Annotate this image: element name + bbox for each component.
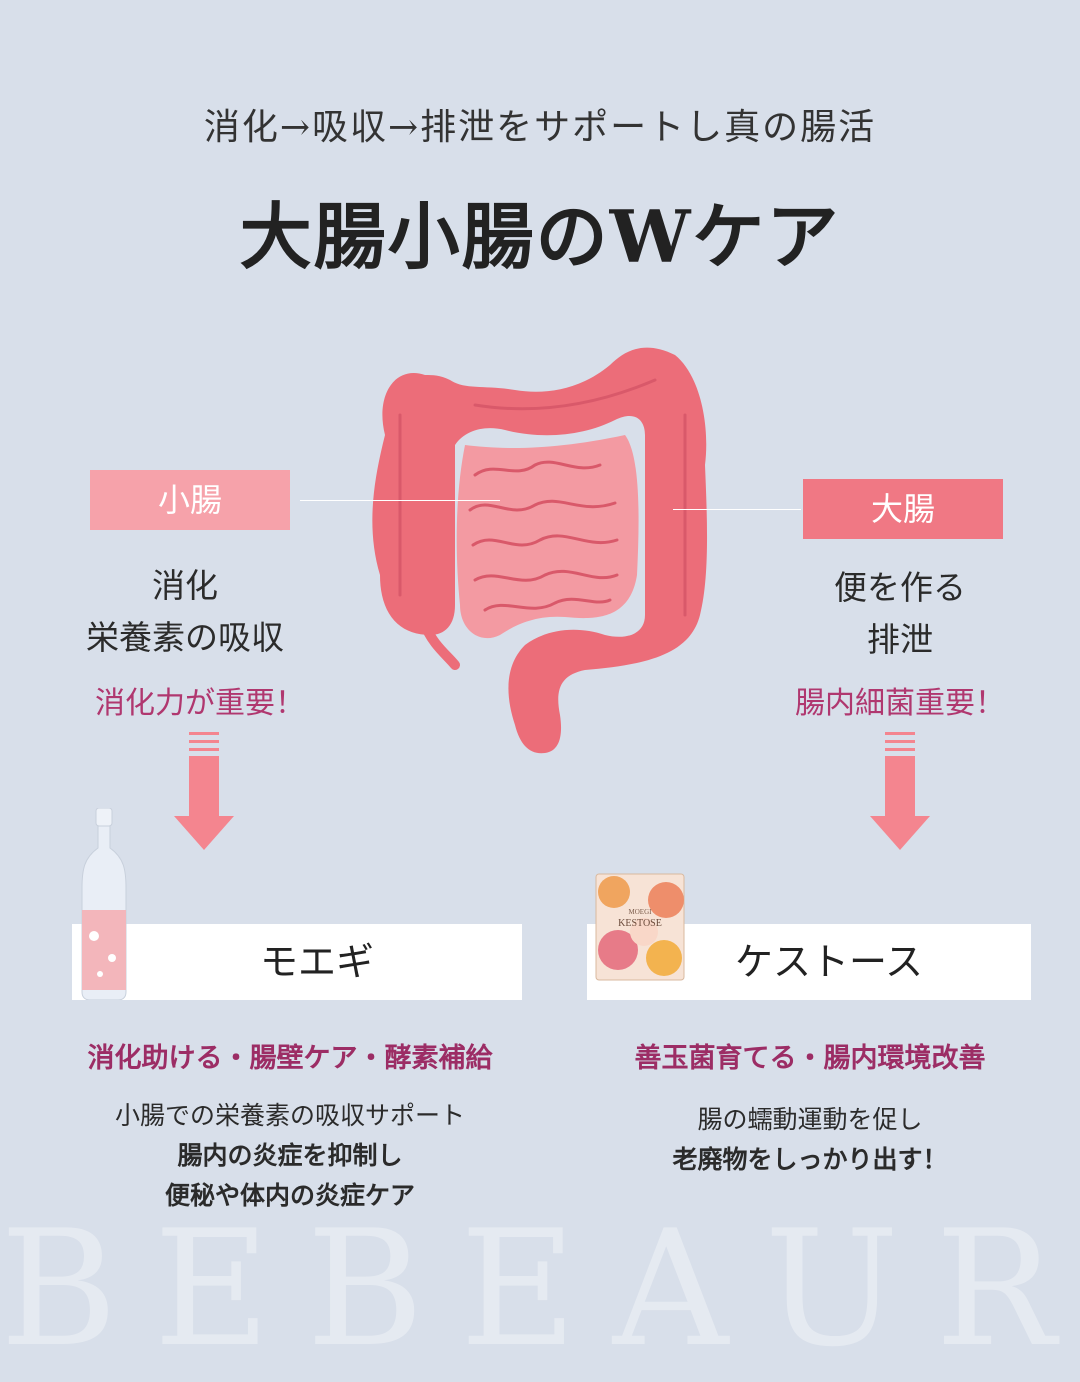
package-text: MOEGI: [629, 908, 653, 916]
large-intestine-functions: 便を作る 排泄: [780, 562, 1020, 666]
function-item: 便を作る: [834, 568, 966, 607]
page-title: 大腸小腸のWケア: [239, 194, 841, 279]
large-intestine-leader-line: [673, 509, 801, 510]
description-line: 便秘や体内の炎症ケア: [164, 1181, 415, 1210]
intestine-illustration: [372, 347, 708, 754]
product-benefits: 善玉菌育てる・腸内環境改善: [634, 1043, 986, 1074]
bottle-image: [81, 808, 127, 1000]
product-description: 小腸での栄養素の吸収サポート 腸内の炎症を抑制し 便秘や体内の炎症ケア: [50, 1096, 530, 1216]
small-intestine-key-point: 消化力が重要！: [95, 686, 305, 721]
description-line: 腸内の炎症を抑制し: [177, 1141, 403, 1170]
small-intestine-functions: 消化 栄養素の吸収: [50, 560, 320, 664]
description-line: 小腸での栄養素の吸収サポート: [114, 1101, 465, 1130]
watermark: BEBEAURA: [0, 1195, 1080, 1382]
product-name: モエギ: [259, 940, 374, 984]
subtitle: 消化→吸収→排泄をサポートし真の腸活: [203, 107, 877, 148]
function-item: 栄養素の吸収: [86, 618, 284, 657]
down-arrow-icon: [870, 732, 930, 850]
function-item: 排泄: [867, 620, 933, 659]
small-intestine-leader-line: [300, 500, 500, 501]
product-name: ケストース: [734, 940, 924, 984]
large-intestine-label: 大腸: [803, 479, 1003, 539]
sachet-image: MOEGI KESTOSE: [595, 873, 685, 981]
product-description: 腸の蠕動運動を促し 老廃物をしっかり出す！: [580, 1100, 1040, 1180]
product-benefits: 消化助ける・腸壁ケア・酵素補給: [87, 1043, 493, 1074]
product-name-box: モエギ: [72, 924, 522, 1000]
large-intestine-shape: [372, 347, 708, 754]
package-text: KESTOSE: [618, 918, 662, 929]
function-item: 消化: [152, 566, 218, 605]
description-line: 老廃物をしっかり出す！: [672, 1145, 948, 1174]
down-arrow-icon: [174, 732, 234, 850]
small-intestine-label: 小腸: [90, 470, 290, 530]
description-line: 腸の蠕動運動を促し: [697, 1105, 923, 1134]
large-intestine-key-point: 腸内細菌重要！: [795, 686, 1005, 721]
